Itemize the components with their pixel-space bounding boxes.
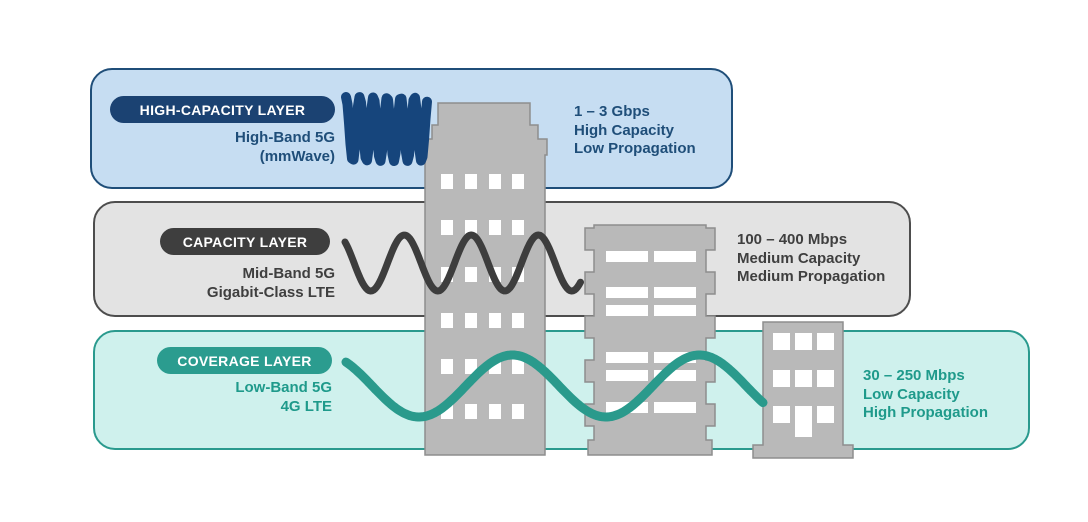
band-line: Gigabit-Class LTE <box>206 284 335 301</box>
stat-line: High Propagation <box>863 404 988 421</box>
band-line: Mid-Band 5G <box>242 265 336 282</box>
high-capacity-layer-label: HIGH-CAPACITY LAYER <box>139 101 306 118</box>
stat-line: High Capacity <box>574 121 675 139</box>
band-line: High-Band 5G <box>235 129 335 146</box>
high-capacity-layer-panel: HIGH-CAPACITY LAYER High-Band 5G (mmWave… <box>90 68 733 189</box>
stat-line: Medium Capacity <box>737 249 861 267</box>
coverage-layer-label: COVERAGE LAYER <box>177 352 312 369</box>
high-capacity-layer-badge: HIGH-CAPACITY LAYER <box>110 96 335 123</box>
capacity-band-names: Mid-Band 5G Gigabit-Class LTE <box>135 264 335 302</box>
coverage-stats: 30 – 250 Mbps Low Capacity High Propagat… <box>863 367 988 423</box>
capacity-stats: 100 – 400 Mbps Medium Capacity Medium Pr… <box>737 231 885 287</box>
stat-line: Medium Propagation <box>737 268 886 285</box>
capacity-layer-label: CAPACITY LAYER <box>182 233 308 250</box>
band-line: 4G LTE <box>280 398 332 415</box>
coverage-layer-panel: COVERAGE LAYER Low-Band 5G 4G LTE 30 – 2… <box>93 330 1030 450</box>
capacity-layer-badge: CAPACITY LAYER <box>160 228 330 255</box>
coverage-band-names: Low-Band 5G 4G LTE <box>135 378 332 416</box>
capacity-layer-panel: CAPACITY LAYER Mid-Band 5G Gigabit-Class… <box>93 201 911 317</box>
high-capacity-band-names: High-Band 5G (mmWave) <box>110 128 335 166</box>
coverage-layer-badge: COVERAGE LAYER <box>157 347 332 374</box>
stat-line: Low Capacity <box>863 385 960 403</box>
stat-line: 1 – 3 Gbps <box>574 103 650 120</box>
band-line: (mmWave) <box>259 148 335 165</box>
stat-line: Low Propagation <box>574 140 696 157</box>
stat-line: 30 – 250 Mbps <box>863 367 965 384</box>
high-capacity-stats: 1 – 3 Gbps High Capacity Low Propagation <box>574 103 696 159</box>
band-line: Low-Band 5G <box>235 379 332 396</box>
stat-line: 100 – 400 Mbps <box>737 231 848 248</box>
